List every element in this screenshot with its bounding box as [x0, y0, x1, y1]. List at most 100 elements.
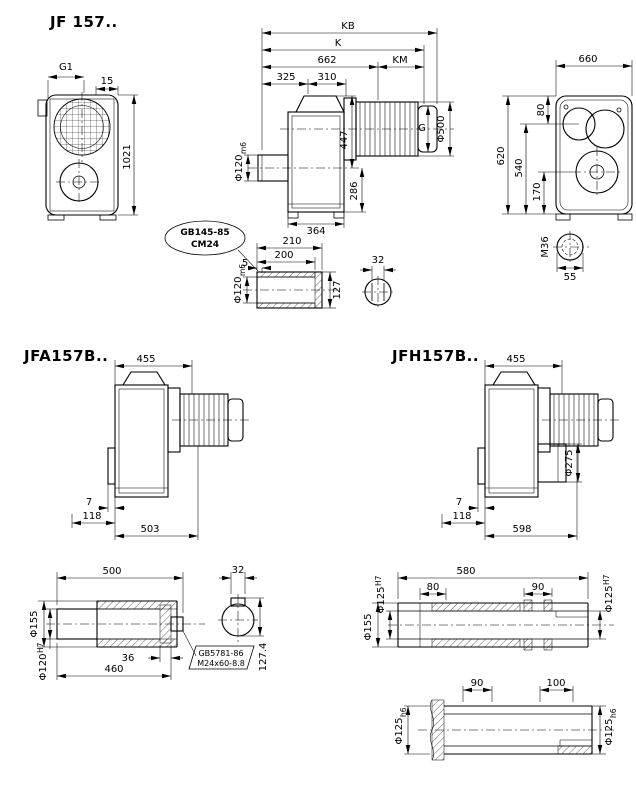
callout-m24x60: M24x60-8.8 — [197, 659, 245, 668]
svg-text:Φ120: Φ120 — [233, 277, 244, 304]
svg-text:h6: h6 — [399, 707, 408, 717]
motor-fins — [359, 102, 416, 156]
jf157-side-geometry — [257, 95, 438, 219]
dim-15: 15 — [101, 76, 114, 87]
motor-end-cap — [597, 398, 614, 442]
dim-32: 32 — [372, 255, 385, 266]
dim-90-upper: 90 — [532, 582, 545, 593]
svg-text:H7: H7 — [602, 574, 611, 585]
svg-text:Φ120: Φ120 — [38, 654, 49, 681]
svg-text:H7: H7 — [374, 575, 383, 586]
svg-text:Φ125: Φ125 — [394, 718, 405, 745]
jfa157b-shaft-detail: GB5781-86 M24x60-8.8 — [29, 565, 269, 680]
shaft-hub — [477, 447, 486, 485]
jf157-side-view: KB K 662 KM 325 310 Φ500 G 447 286 364 Φ… — [234, 21, 454, 237]
key — [230, 597, 246, 607]
dim-phi500: Φ500 — [436, 116, 447, 143]
dim-455: 455 — [506, 354, 525, 365]
motor-end-cap — [227, 398, 244, 442]
svg-text:Φ125: Φ125 — [376, 587, 387, 614]
snap-ring-groove — [523, 599, 533, 612]
dim-m36: M36 — [540, 236, 551, 257]
shaft-hub — [107, 447, 116, 485]
jfa-dimensions — [71, 360, 199, 540]
dim-80: 80 — [536, 104, 547, 117]
dim-36: 36 — [122, 653, 135, 664]
foot-left — [555, 213, 571, 221]
dim-7: 7 — [456, 497, 462, 508]
callout-cm24: CM24 — [191, 240, 219, 250]
dim-127: 127 — [332, 280, 343, 299]
jfh-geometry — [477, 371, 614, 498]
jfh-shaft-lower-geometry — [430, 699, 593, 761]
motor-fins — [553, 394, 595, 446]
section-centerlines — [243, 276, 394, 308]
dim-32: 32 — [232, 565, 245, 576]
gear-circle-large — [585, 109, 625, 149]
housing-outline — [555, 95, 633, 215]
jf157-side-dimensions — [244, 28, 454, 228]
dim-7: 7 — [86, 497, 92, 508]
mounting-tab — [37, 99, 48, 117]
dim-310: 310 — [317, 72, 336, 83]
dim-km: KM — [392, 55, 407, 66]
jf157-front-geometry — [37, 94, 119, 221]
title-jfa157b: JFA157B.. — [23, 347, 108, 365]
dim-447: 447 — [339, 130, 350, 149]
svg-text:Φ125: Φ125 — [604, 586, 615, 613]
callout-oval — [164, 220, 246, 256]
jfh157b-shaft-detail: 580 80 90 Φ125 H7 Φ125 H7 Φ155 90 100 Φ1… — [363, 566, 618, 761]
snap-ring-groove — [543, 638, 553, 651]
dim-k: K — [335, 38, 342, 49]
dim-bore-right-phi125h7: Φ125 H7 — [602, 574, 615, 612]
foot-left — [47, 214, 65, 221]
dim-620: 620 — [496, 146, 507, 165]
jf157-side-centerlines — [248, 128, 454, 169]
dim-55: 55 — [564, 272, 577, 283]
svg-text:m6: m6 — [238, 264, 247, 276]
dim-od-left-phi125h6: Φ125 h6 — [394, 707, 408, 744]
output-shaft — [257, 154, 289, 182]
callout-flag — [188, 645, 255, 670]
break-line — [430, 699, 434, 761]
jfa-shaft-dimensions — [38, 572, 264, 680]
jfa157b-view: JFA157B.. 455 7 — [23, 347, 252, 540]
callout-gb5781-86: GB5781-86 — [198, 649, 243, 658]
retaining-bolt — [170, 616, 184, 632]
gear-housing — [484, 384, 539, 498]
dim-bore-phi120h7: Φ120 H7 — [36, 642, 49, 680]
dim-210: 210 — [282, 236, 301, 247]
svg-text:m6: m6 — [239, 142, 248, 154]
dim-118: 118 — [82, 511, 101, 522]
jfh-shaft-centerlines — [388, 624, 614, 731]
jf157-rear-centerlines — [553, 147, 622, 263]
jfh157b-view: JFH157B.. — [391, 347, 622, 540]
foot-left — [287, 211, 299, 219]
jfh-dimensions — [441, 360, 582, 540]
jfa-geometry — [107, 371, 244, 498]
jfh-shaft-upper-geometry — [397, 599, 589, 651]
jfh-shaft-dimensions — [372, 572, 606, 755]
svg-text:Φ125: Φ125 — [604, 719, 615, 746]
input-bell — [122, 371, 166, 386]
dim-580: 580 — [456, 566, 475, 577]
snap-ring-groove — [543, 599, 553, 612]
jf157-rear-dimensions — [502, 60, 633, 272]
dim-80: 80 — [427, 582, 440, 593]
input-bell — [492, 371, 536, 386]
dim-598: 598 — [512, 524, 531, 535]
dim-od-right-phi125h6: Φ125 h6 — [604, 708, 618, 745]
foot-right — [333, 211, 345, 219]
dim-phi155: Φ155 — [363, 614, 374, 641]
dim-100: 100 — [546, 678, 565, 689]
snap-ring-groove — [523, 638, 533, 651]
dim-bore-left-phi125h7: Φ125 H7 — [374, 575, 387, 613]
dim-170: 170 — [532, 182, 543, 201]
jfa-shaft-callout: GB5781-86 M24x60-8.8 — [182, 630, 255, 670]
dim-455: 455 — [136, 354, 155, 365]
dim-540: 540 — [514, 158, 525, 177]
svg-text:h6: h6 — [609, 708, 618, 718]
hollow-shaft-cover — [537, 443, 567, 483]
